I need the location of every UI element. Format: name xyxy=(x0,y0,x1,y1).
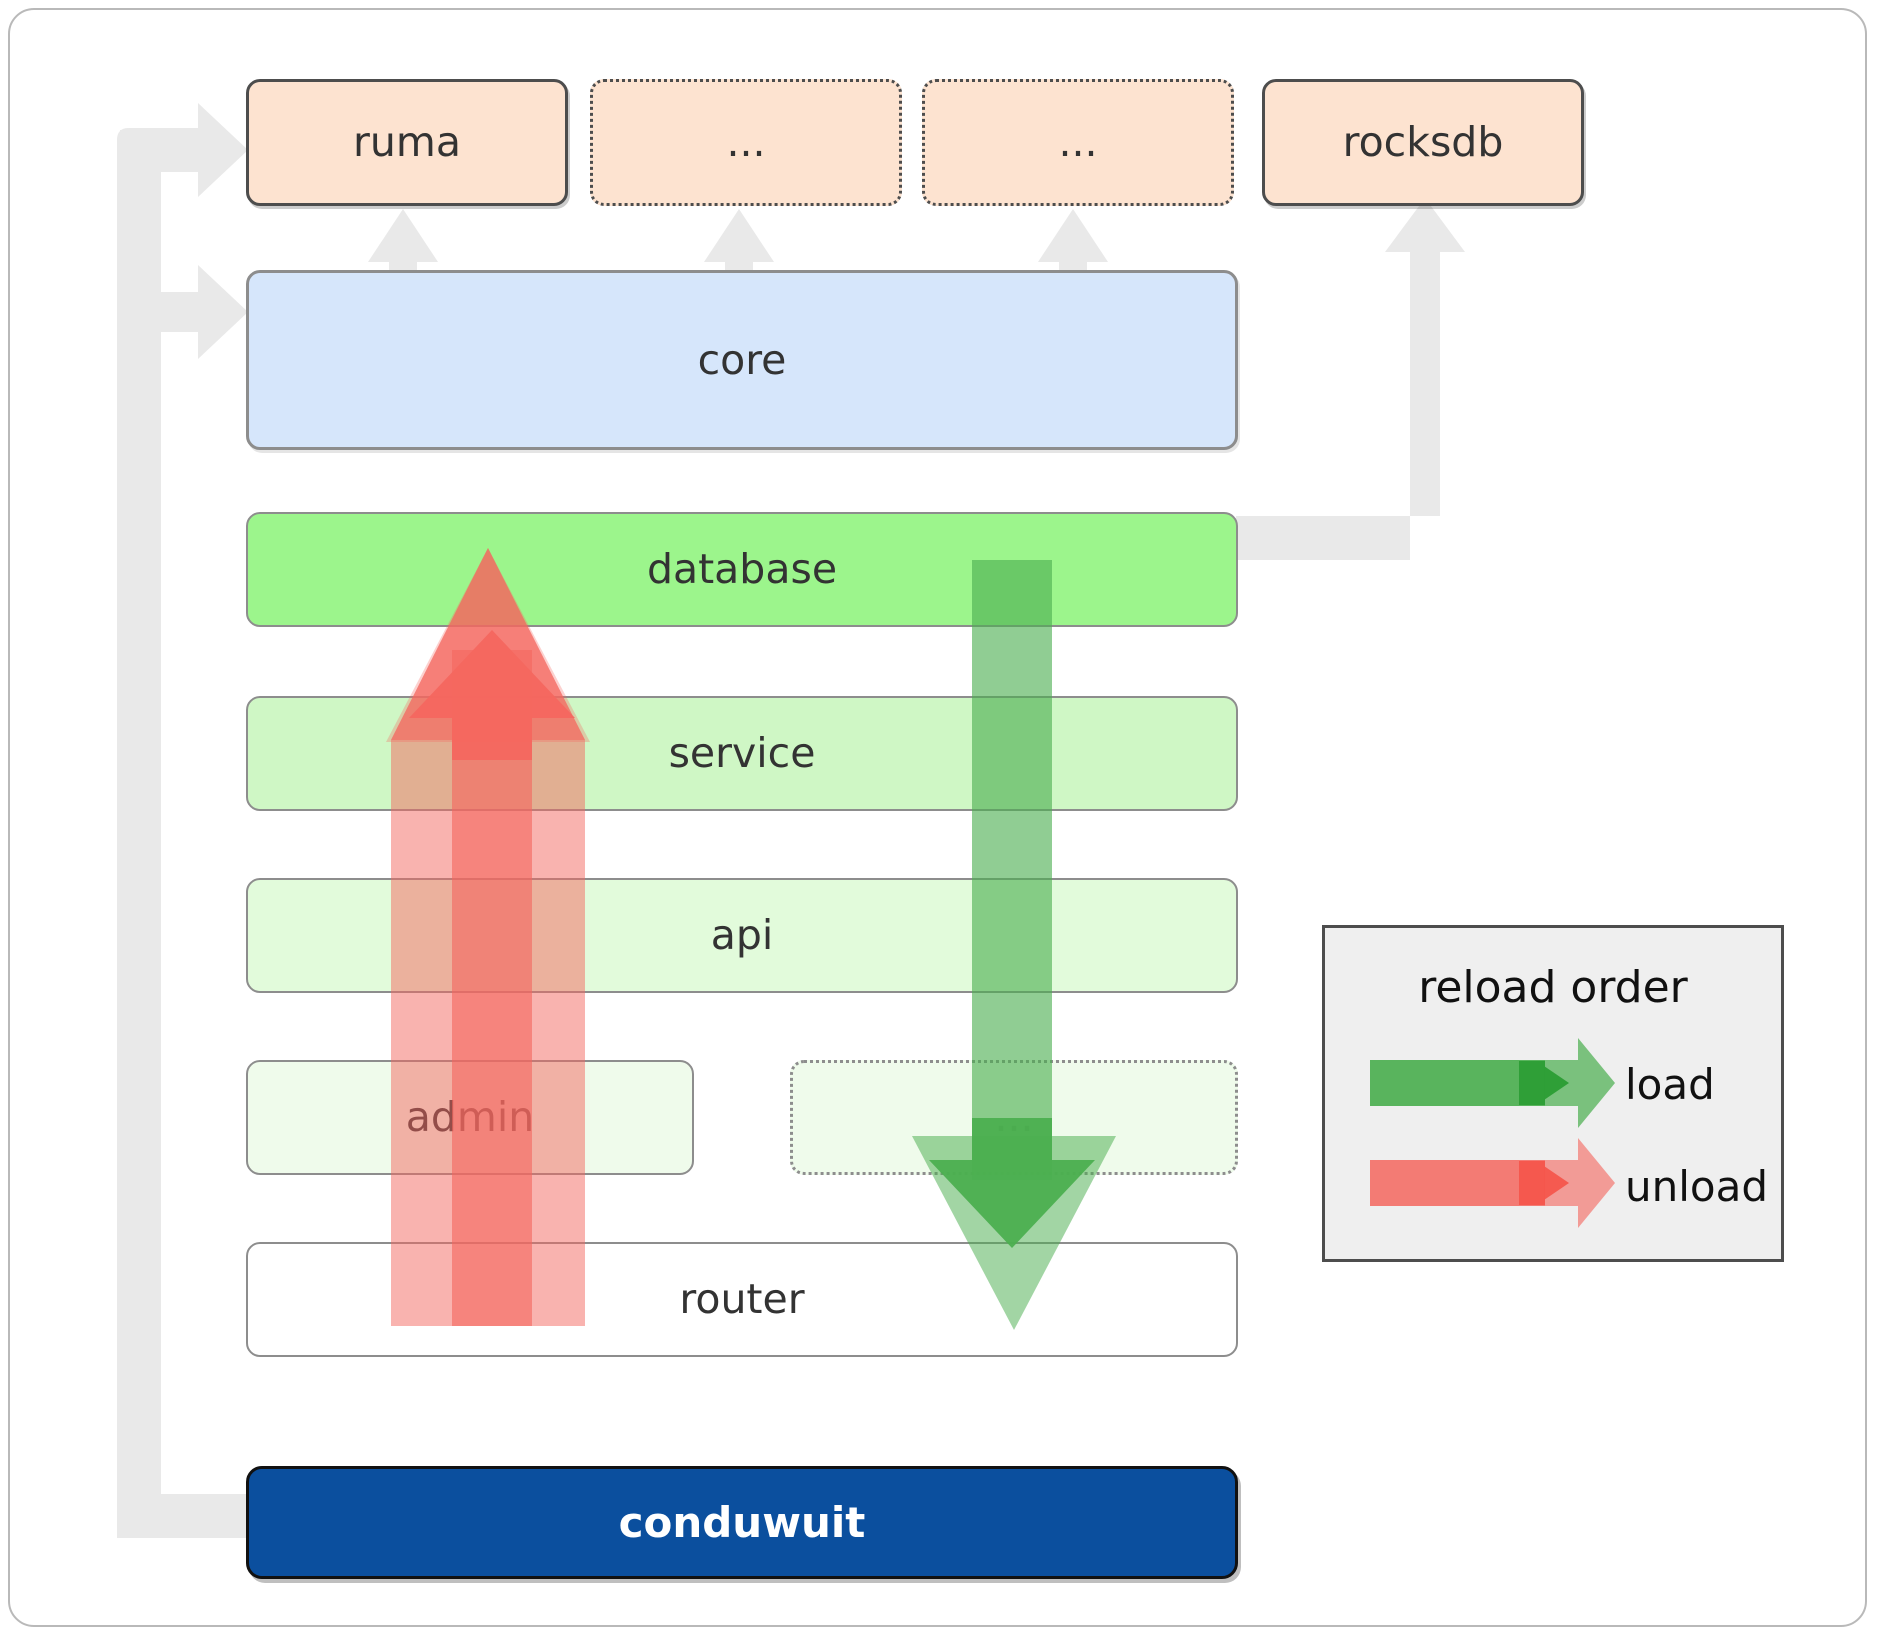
layer-label-router: router xyxy=(679,1275,805,1323)
dependency-box-dots2[interactable]: ... xyxy=(922,79,1234,206)
dependency-label-dots2: ... xyxy=(1058,118,1098,166)
legend-load-arrow-icon xyxy=(1370,1038,1615,1128)
dependency-box-dots1[interactable]: ... xyxy=(590,79,902,206)
layer-box-service[interactable]: service xyxy=(246,696,1238,811)
diagram-frame xyxy=(8,8,1867,1627)
core-box[interactable]: core xyxy=(246,270,1238,450)
layer-box-dots3[interactable]: ... xyxy=(790,1060,1238,1175)
dependency-label-dots1: ... xyxy=(726,118,766,166)
layer-box-admin[interactable]: admin xyxy=(246,1060,694,1175)
dependency-label-rocksdb: rocksdb xyxy=(1342,118,1504,166)
layer-label-dots3: ... xyxy=(994,1093,1034,1141)
layer-label-api: api xyxy=(710,911,774,959)
legend-label-unload: unload xyxy=(1625,1162,1769,1211)
root-box-conduwuit[interactable]: conduwuit xyxy=(246,1466,1238,1579)
layer-label-database: database xyxy=(646,545,838,593)
layer-label-admin: admin xyxy=(405,1093,535,1141)
root-label-conduwuit: conduwuit xyxy=(618,1497,866,1547)
layer-box-database[interactable]: database xyxy=(246,512,1238,627)
legend-panel: reload order load unload xyxy=(1322,925,1784,1262)
layer-label-service: service xyxy=(668,729,816,777)
legend-title: reload order xyxy=(1418,962,1688,1013)
core-label: core xyxy=(697,335,787,384)
dependency-label-ruma: ruma xyxy=(353,118,461,166)
legend-arrows xyxy=(1370,1038,1615,1228)
dependency-box-rocksdb[interactable]: rocksdb xyxy=(1262,79,1584,206)
legend-unload-arrow-icon xyxy=(1370,1138,1615,1228)
layer-box-api[interactable]: api xyxy=(246,878,1238,993)
layer-box-router[interactable]: router xyxy=(246,1242,1238,1357)
dependency-box-ruma[interactable]: ruma xyxy=(246,79,568,206)
legend-label-load: load xyxy=(1625,1060,1715,1109)
